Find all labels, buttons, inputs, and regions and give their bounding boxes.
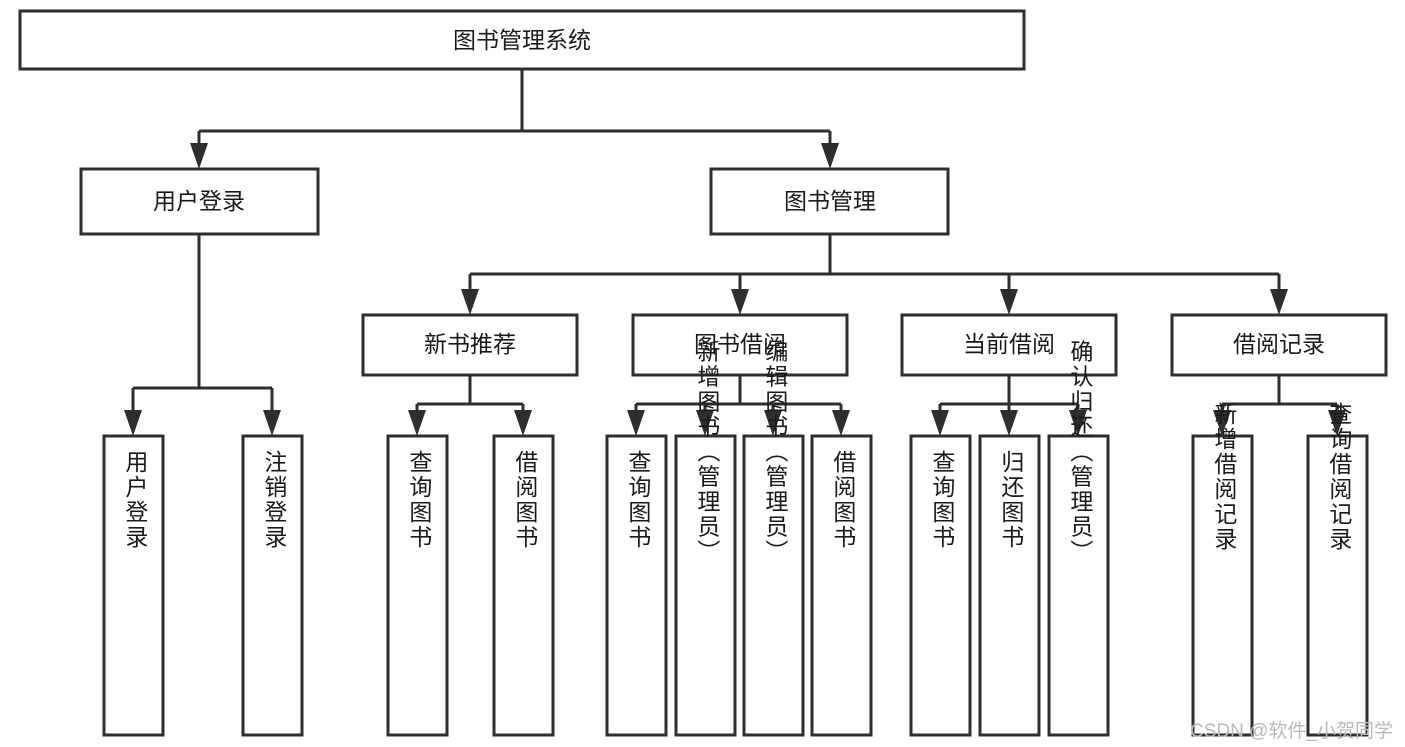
node-user-login-box[interactable] [79, 167, 320, 236]
arrow-bb-leaf-4 [832, 410, 850, 436]
arrow-bm-to-new-book [461, 289, 479, 315]
node-book-borrow-box[interactable] [631, 313, 849, 377]
leaf-node-user-login[interactable]: 用户登录 [102, 434, 165, 737]
leaf-node-query-book-3[interactable]: 查询图书 [909, 434, 972, 737]
node-book-borrow[interactable]: 图书借阅 [631, 313, 849, 377]
leaf-query-book-3-label: 查询图书 [929, 450, 956, 550]
leaf-edit-book-label: 编辑图书（管理员） [762, 340, 789, 565]
arrow-bb-leaf-2 [696, 410, 714, 436]
node-current-borrow[interactable]: 当前借阅 [900, 313, 1118, 377]
node-new-book-recommend-label: 新书推荐 [424, 331, 516, 357]
arrow-nb-leaf-1 [408, 410, 426, 436]
leaf-edit-book-box[interactable] [742, 434, 805, 737]
node-root[interactable]: 图书管理系统 [18, 9, 1026, 71]
arrow-br-leaf-1 [1213, 410, 1231, 436]
node-borrow-record-box[interactable] [1170, 313, 1388, 377]
arrow-bm-to-book-borrow [731, 289, 749, 315]
leaf-node-add-book[interactable]: 新增图书（管理员） [674, 340, 737, 737]
arrow-root-to-book-management [821, 143, 839, 169]
leaf-query-book-1-box[interactable] [386, 434, 449, 737]
connector-group-book-management [461, 234, 1288, 315]
leaf-user-login-label: 用户登录 [122, 450, 149, 550]
leaf-node-return-book[interactable]: 归还图书 [978, 434, 1041, 737]
node-book-management[interactable]: 图书管理 [709, 167, 950, 236]
leaf-borrow-book-1-label: 借阅图书 [512, 450, 539, 550]
node-book-management-box[interactable] [709, 167, 950, 236]
node-borrow-record[interactable]: 借阅记录 [1170, 313, 1388, 377]
node-user-login[interactable]: 用户登录 [79, 167, 320, 236]
leaf-node-query-record[interactable]: 查询借阅记录 [1306, 402, 1369, 737]
node-current-borrow-box[interactable] [900, 313, 1118, 377]
leaf-node-query-book-1[interactable]: 查询图书 [386, 434, 449, 737]
connector-group-user-login [124, 234, 281, 436]
leaf-logout-label: 注销登录 [261, 450, 288, 550]
leaf-query-record-label: 查询借阅记录 [1326, 402, 1353, 552]
arrow-root-to-user-login [190, 143, 208, 169]
leaf-return-book-box[interactable] [978, 434, 1041, 737]
leaf-node-query-book-2[interactable]: 查询图书 [605, 434, 668, 737]
arrow-bm-to-borrow-record [1270, 289, 1288, 315]
connector-group-current-borrow [931, 375, 1087, 436]
arrow-ul-leaf-2 [263, 410, 281, 436]
leaf-node-logout[interactable]: 注销登录 [241, 434, 304, 737]
arrow-nb-leaf-2 [514, 410, 532, 436]
node-book-management-label: 图书管理 [784, 188, 876, 214]
leaf-add-record-label: 新增借阅记录 [1211, 402, 1238, 552]
leaf-add-record-box[interactable] [1191, 434, 1254, 737]
leaf-borrow-book-1-box[interactable] [492, 434, 555, 737]
leaf-query-record-box[interactable] [1306, 434, 1369, 737]
connector-group-new-book [408, 375, 532, 436]
leaf-node-confirm-return[interactable]: 确认归还（管理员） [1047, 340, 1110, 737]
node-user-login-label: 用户登录 [153, 188, 245, 214]
leaf-query-book-2-box[interactable] [605, 434, 668, 737]
arrow-ul-leaf-1 [124, 410, 142, 436]
node-current-borrow-label: 当前借阅 [963, 331, 1055, 357]
leaf-add-book-label: 新增图书（管理员） [694, 340, 721, 565]
connector-group-root [190, 69, 839, 169]
node-root-label: 图书管理系统 [453, 27, 591, 53]
leaf-add-book-box[interactable] [674, 434, 737, 737]
node-borrow-record-label: 借阅记录 [1233, 331, 1325, 357]
leaf-query-book-1-label: 查询图书 [406, 450, 433, 550]
leaf-node-borrow-book-1[interactable]: 借阅图书 [492, 434, 555, 737]
leaf-borrow-book-2-box[interactable] [810, 434, 873, 737]
connector-group-borrow-record [1213, 375, 1346, 436]
arrow-cb-leaf-3 [1069, 410, 1087, 436]
leaf-user-login-box[interactable] [102, 434, 165, 737]
arrow-bb-leaf-3 [764, 410, 782, 436]
leaf-query-book-2-label: 查询图书 [625, 450, 652, 550]
leaf-query-book-3-box[interactable] [909, 434, 972, 737]
leaf-node-add-record[interactable]: 新增借阅记录 [1191, 402, 1254, 737]
node-new-book-recommend-box[interactable] [361, 313, 579, 377]
leaf-node-borrow-book-2[interactable]: 借阅图书 [810, 434, 873, 737]
leaf-return-book-label: 归还图书 [998, 450, 1025, 550]
arrow-bm-to-current-borrow [1000, 289, 1018, 315]
arrow-cb-leaf-1 [931, 410, 949, 436]
node-book-borrow-label: 图书借阅 [694, 331, 786, 357]
leaf-confirm-return-box[interactable] [1047, 434, 1110, 737]
arrow-cb-leaf-2 [1000, 410, 1018, 436]
leaf-borrow-book-2-label: 借阅图书 [830, 450, 857, 550]
arrow-bb-leaf-1 [627, 410, 645, 436]
leaf-node-edit-book[interactable]: 编辑图书（管理员） [742, 340, 805, 737]
node-new-book-recommend[interactable]: 新书推荐 [361, 313, 579, 377]
connector-group-book-borrow [627, 375, 850, 436]
leaf-confirm-return-label: 确认归还（管理员） [1067, 340, 1094, 565]
leaf-logout-box[interactable] [241, 434, 304, 737]
arrow-br-leaf-2 [1328, 410, 1346, 436]
node-root-box[interactable] [18, 9, 1026, 71]
